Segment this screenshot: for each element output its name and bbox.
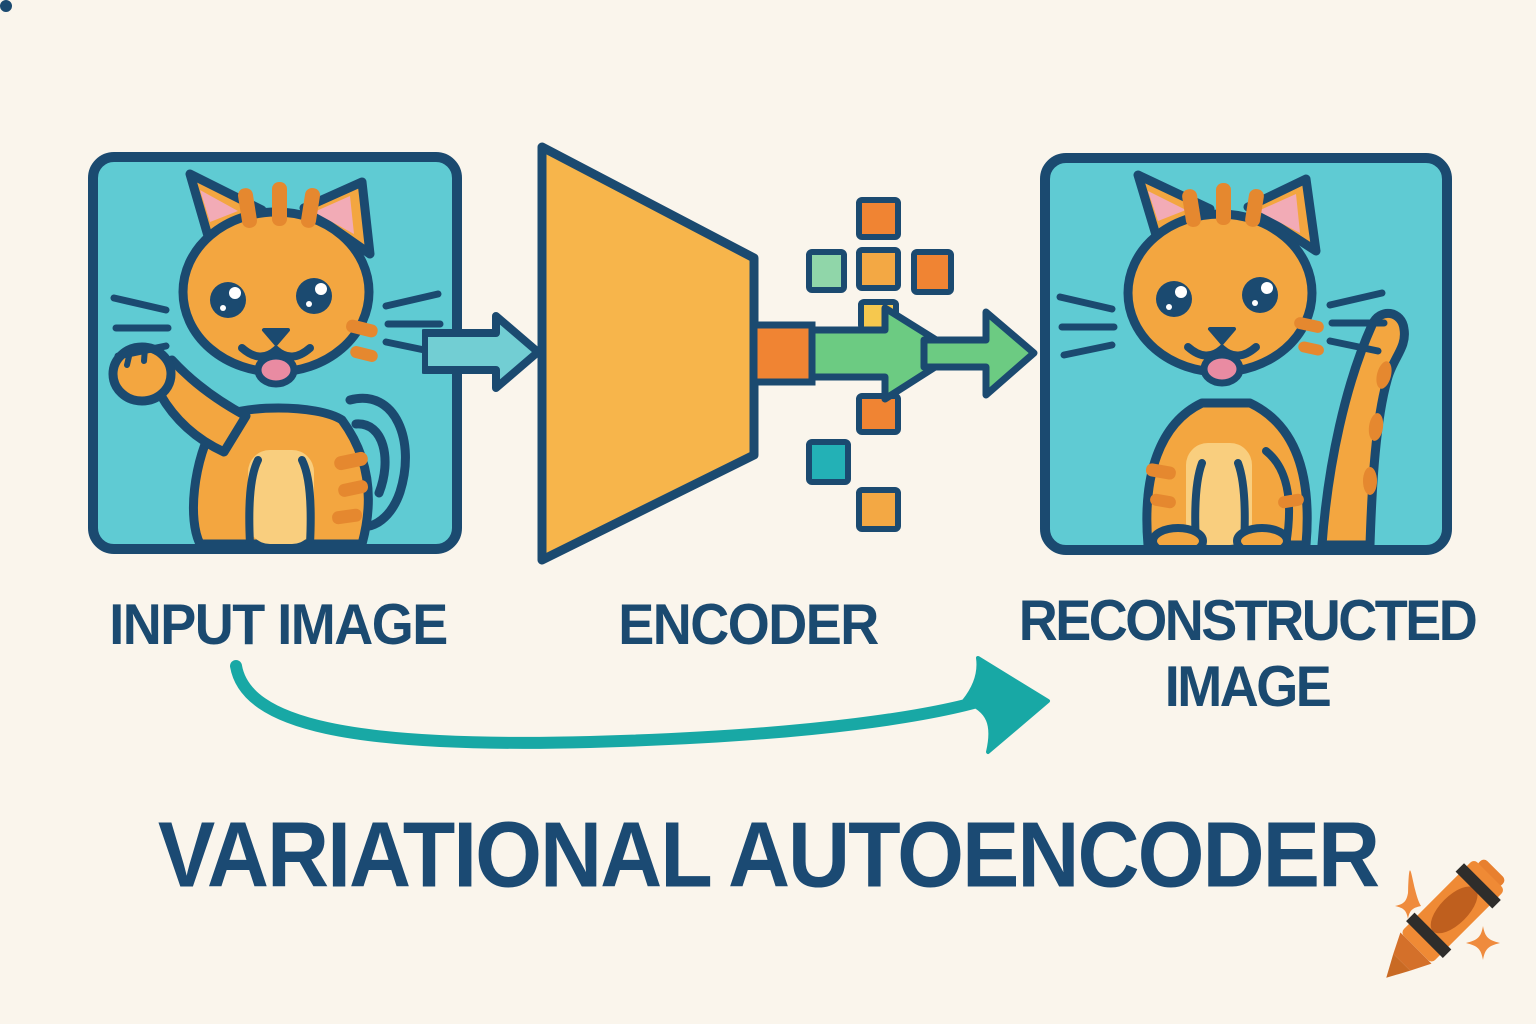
- reconstructed-label-line1: RECONSTRUCTED: [1018, 589, 1478, 653]
- reconstructed-label-line2: IMAGE: [1164, 655, 1332, 719]
- input-to-encoder-arrow-icon: [422, 312, 542, 392]
- input-image-label: INPUT IMAGE: [109, 593, 448, 657]
- encoder-label: ENCODER: [618, 593, 879, 657]
- crayon-icon: [1386, 859, 1505, 978]
- reconstructed-image-label: RECONSTRUCTED IMAGE: [1012, 588, 1482, 719]
- latent-square-9: [0, 0, 12, 12]
- latent-square-7: [806, 439, 851, 485]
- latent-square-6: [856, 393, 901, 435]
- latent-square-8: [856, 487, 901, 532]
- latent-square-4: [911, 249, 954, 295]
- diagram-title: VARIATIONAL AUTOENCODER: [157, 803, 1380, 907]
- latent-to-output-arrow-icon: [750, 304, 1038, 403]
- input-image-box: [88, 152, 462, 554]
- latent-square-2: [806, 249, 847, 293]
- input-to-reconstructed-curved-arrow: [230, 656, 1050, 754]
- latent-square-1: [856, 197, 901, 240]
- sparkle-icon: [1395, 870, 1500, 960]
- reconstructed-cat-illustration: [1056, 170, 1409, 545]
- latent-square-3: [856, 247, 901, 291]
- reconstructed-image-box: [1040, 153, 1452, 555]
- encoder-funnel-shape: [537, 142, 759, 565]
- input-cat-illustration: [108, 169, 444, 544]
